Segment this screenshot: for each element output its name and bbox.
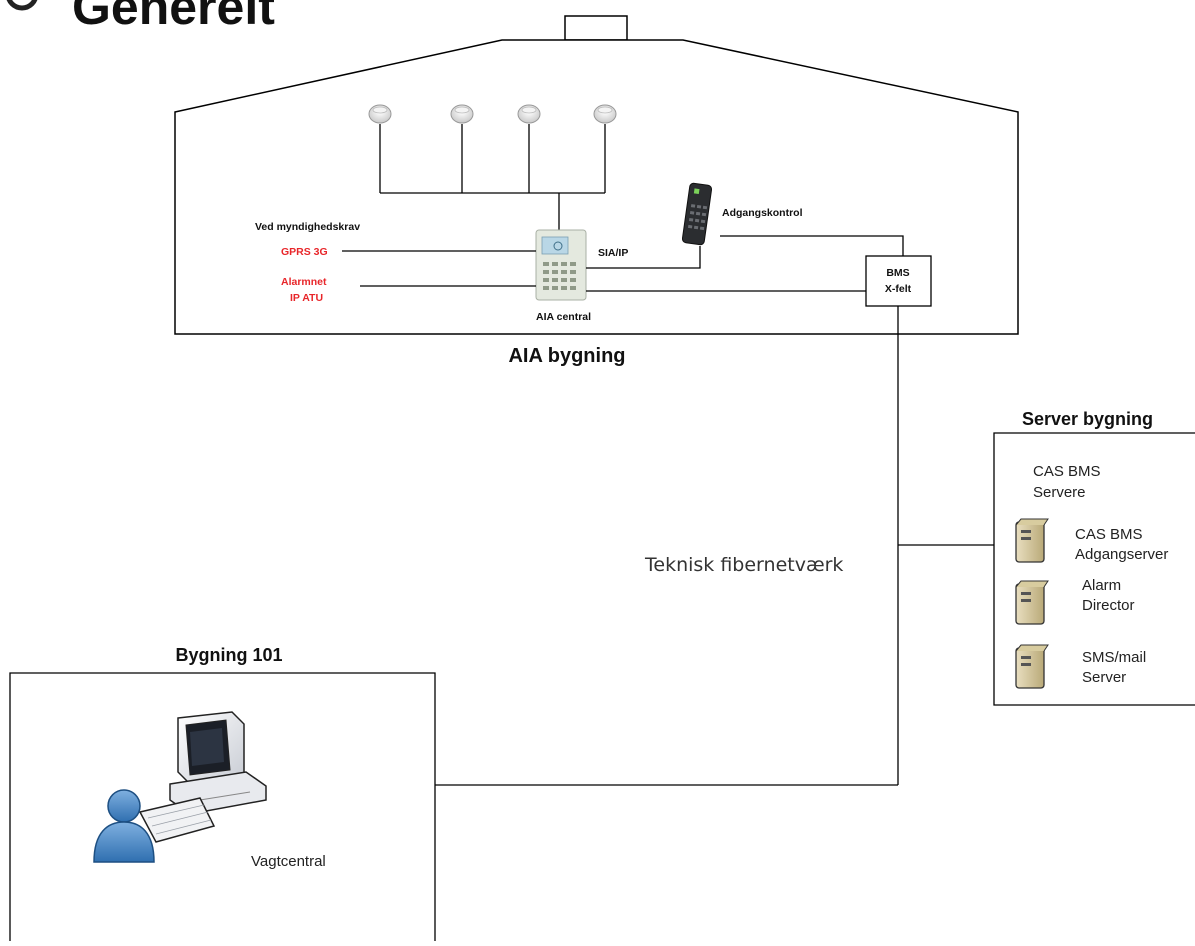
gprs-label: GPRS 3G: [281, 246, 328, 258]
servers-label-line2: Servere: [1033, 484, 1086, 501]
server-item-1-line1: CAS BMS: [1075, 526, 1143, 543]
server-item-1-line2: Adgangserver: [1075, 546, 1168, 563]
user-person-icon: [93, 789, 155, 863]
roof-vent: [564, 15, 628, 41]
server-tower-icon: [1015, 580, 1049, 625]
building-wiring: [342, 235, 904, 292]
bms-label: BMS: [886, 267, 909, 279]
page-heading: Generelt: [6, 0, 275, 35]
access-card-reader-icon: [681, 182, 713, 246]
server-tower-icon: [1015, 518, 1049, 563]
aia-central-label: AIA central: [536, 311, 591, 323]
server-item-2-line1: Alarm: [1082, 577, 1121, 594]
server-item-3-line1: SMS/mail: [1082, 649, 1146, 666]
alarmnet-label: Alarmnet: [281, 276, 327, 288]
workstation-label: Vagtcentral: [251, 853, 326, 870]
servers-label-line1: CAS BMS: [1033, 463, 1101, 480]
detector-wiring: [379, 124, 606, 230]
aia-building: Ved myndighedskrav GPRS 3G Alarmnet IP A…: [174, 15, 1019, 367]
workstation-icon: [138, 711, 267, 843]
access-control-label: Adgangskontrol: [722, 207, 803, 219]
building-101: Bygning 101 Vagtcentral: [9, 645, 436, 941]
server-item-2-line2: Director: [1082, 597, 1135, 614]
fiber-network-label: Teknisk fibernetværk: [644, 554, 843, 576]
smoke-detector-icon: [593, 104, 617, 124]
page-title: Generelt: [72, 0, 275, 35]
xfelt-label: X-felt: [885, 283, 912, 295]
server-building-title: Server bygning: [1022, 409, 1153, 429]
smoke-detectors: [368, 104, 617, 124]
server-item-3-line2: Server: [1082, 669, 1126, 686]
heading-bullet-icon: [6, 0, 38, 11]
server-building-outline: [993, 432, 1195, 706]
server-tower-icon: [1015, 644, 1049, 689]
aia-building-title: AIA bygning: [508, 345, 625, 367]
bms-xfelt-box: [865, 255, 932, 307]
server-building: Server bygning CAS BMS Servere CAS BMS A…: [993, 409, 1195, 706]
smoke-detector-icon: [517, 104, 541, 124]
smoke-detector-icon: [450, 104, 474, 124]
building-101-title: Bygning 101: [175, 645, 282, 665]
authority-requirement-label: Ved myndighedskrav: [255, 221, 360, 233]
sia-ip-label: SIA/IP: [598, 247, 628, 259]
ipatu-label: IP ATU: [290, 292, 323, 304]
smoke-detector-icon: [368, 104, 392, 124]
aia-central-panel-icon: [535, 229, 587, 301]
